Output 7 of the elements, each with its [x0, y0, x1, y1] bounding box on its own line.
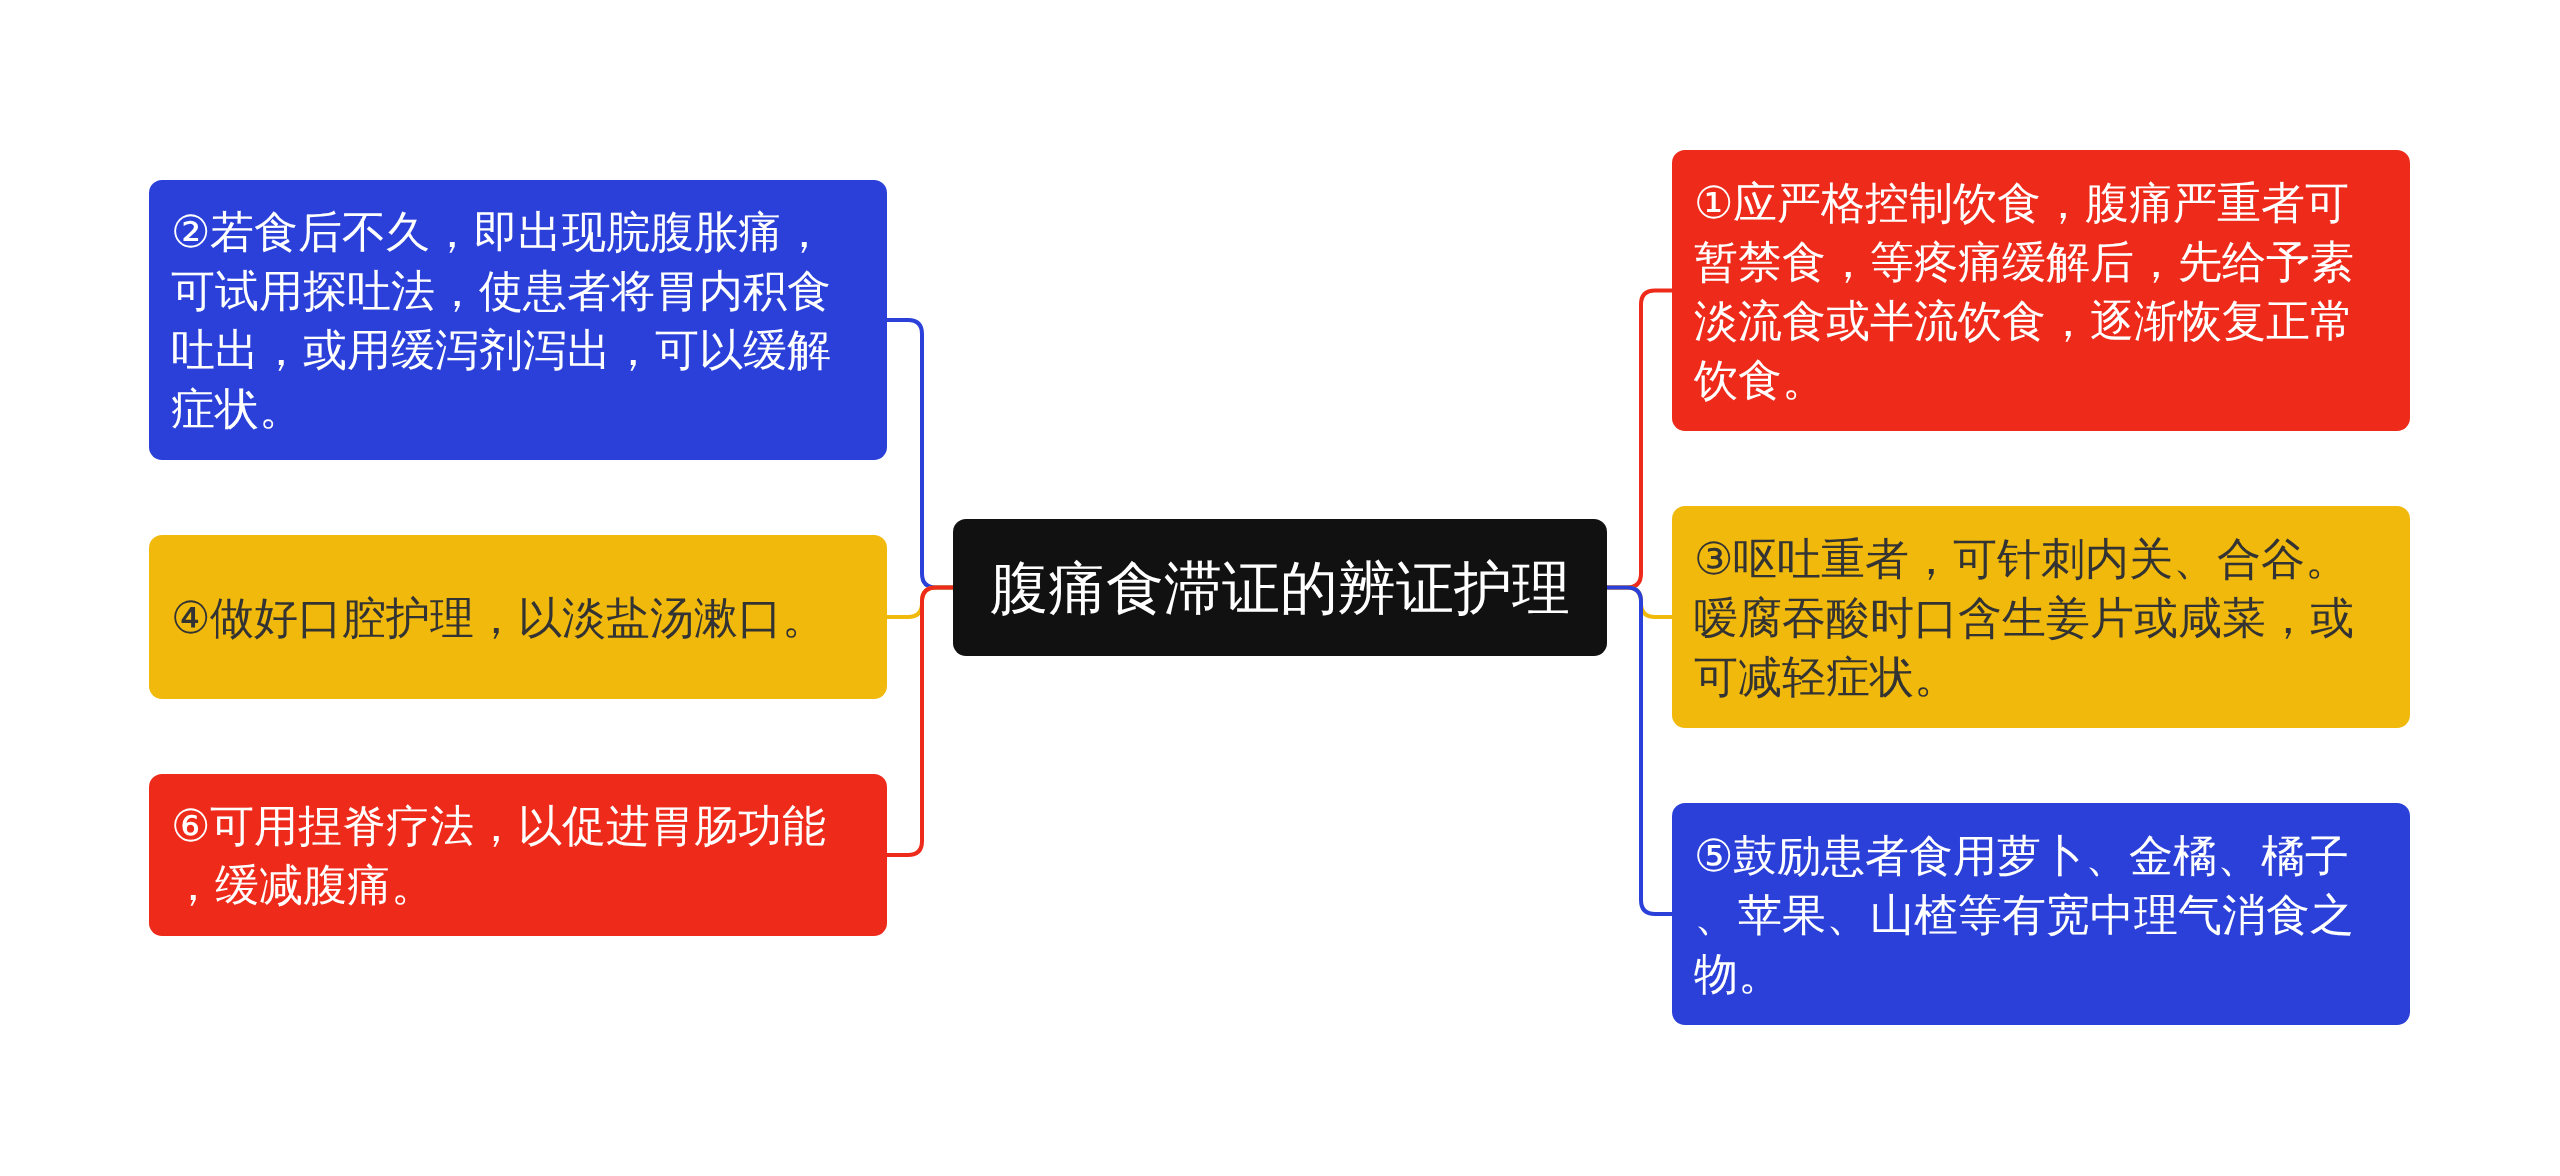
subtopic-box: ①应严格控制饮食，腹痛严重者可暂禁食，等疼痛缓解后，先给予素淡流食或半流饮食，逐渐恢复正常饮食。 — [1672, 150, 2410, 431]
subtopic-box: ③呕吐重者，可针刺内关、合谷。嗳腐吞酸时口含生姜片或咸菜，或可减轻症状。 — [1672, 506, 2410, 728]
subtopic-box: ⑤鼓励患者食用萝卜、金橘、橘子、苹果、山楂等有宽中理气消食之物。 — [1672, 803, 2410, 1025]
subtopic-box: ④做好口腔护理，以淡盐汤漱口。 — [149, 535, 887, 699]
subtopic-box: ⑥可用捏脊疗法，以促进胃肠功能，缓减腹痛。 — [149, 774, 887, 936]
subtopic-box: ②若食后不久，即出现脘腹胀痛，可试用探吐法，使患者将胃内积食吐出，或用缓泻剂泻出，可以缓解症状。 — [149, 180, 887, 460]
central-topic-box: 腹痛食滞证的辨证护理 — [953, 519, 1607, 656]
